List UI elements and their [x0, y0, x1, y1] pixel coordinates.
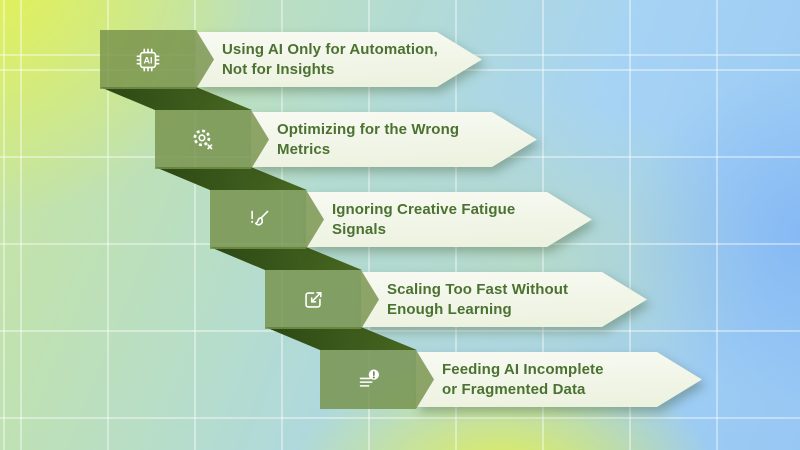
ribbon-fold [265, 327, 417, 350]
step-icon-box: AI [100, 30, 214, 89]
step-item-3: Ignoring Creative Fatigue Signals [210, 190, 592, 270]
banner-wrap: Using AI Only for Automation, Not for In… [196, 32, 482, 87]
ribbon-fold [100, 87, 252, 110]
step-title: Feeding AI Incomplete or Fragmented Data [442, 360, 604, 398]
list-alert-icon [359, 369, 379, 387]
step-title: Optimizing for the Wrong Metrics [277, 120, 460, 158]
banner-wrap: Ignoring Creative Fatigue Signals [306, 192, 592, 247]
banner-wrap: Scaling Too Fast Without Enough Learning [361, 272, 647, 327]
step-banner: Scaling Too Fast Without Enough Learning [361, 272, 647, 327]
step-icon-box [265, 270, 379, 329]
step-icon-box [210, 190, 324, 249]
scale-out-icon [305, 291, 322, 308]
svg-text:AI: AI [143, 55, 152, 65]
step-item-4: Scaling Too Fast Without Enough Learning [265, 270, 647, 350]
step-banner: Ignoring Creative Fatigue Signals [306, 192, 592, 247]
banner-wrap: Optimizing for the Wrong Metrics [251, 112, 537, 167]
step-banner: Using AI Only for Automation, Not for In… [196, 32, 482, 87]
step-banner: Feeding AI Incomplete or Fragmented Data [416, 352, 702, 407]
step-item-2: Optimizing for the Wrong Metrics [155, 110, 537, 190]
ribbon-fold [210, 247, 362, 270]
step-item-5: Feeding AI Incomplete or Fragmented Data [320, 350, 702, 430]
banner-wrap: Feeding AI Incomplete or Fragmented Data [416, 352, 702, 407]
ai-chip-icon: AI [136, 48, 160, 71]
step-icon-box [155, 110, 269, 169]
step-title: Ignoring Creative Fatigue Signals [332, 200, 516, 238]
step-banner: Optimizing for the Wrong Metrics [251, 112, 537, 167]
step-icon-box [320, 350, 434, 409]
step-title: Scaling Too Fast Without Enough Learning [387, 280, 569, 318]
gear-x-icon [193, 128, 213, 149]
ribbon-fold [155, 167, 307, 190]
step-item-1: Using AI Only for Automation, Not for In… [100, 30, 482, 110]
brush-alert-icon [251, 210, 269, 226]
step-title: Using AI Only for Automation, Not for In… [222, 40, 438, 78]
